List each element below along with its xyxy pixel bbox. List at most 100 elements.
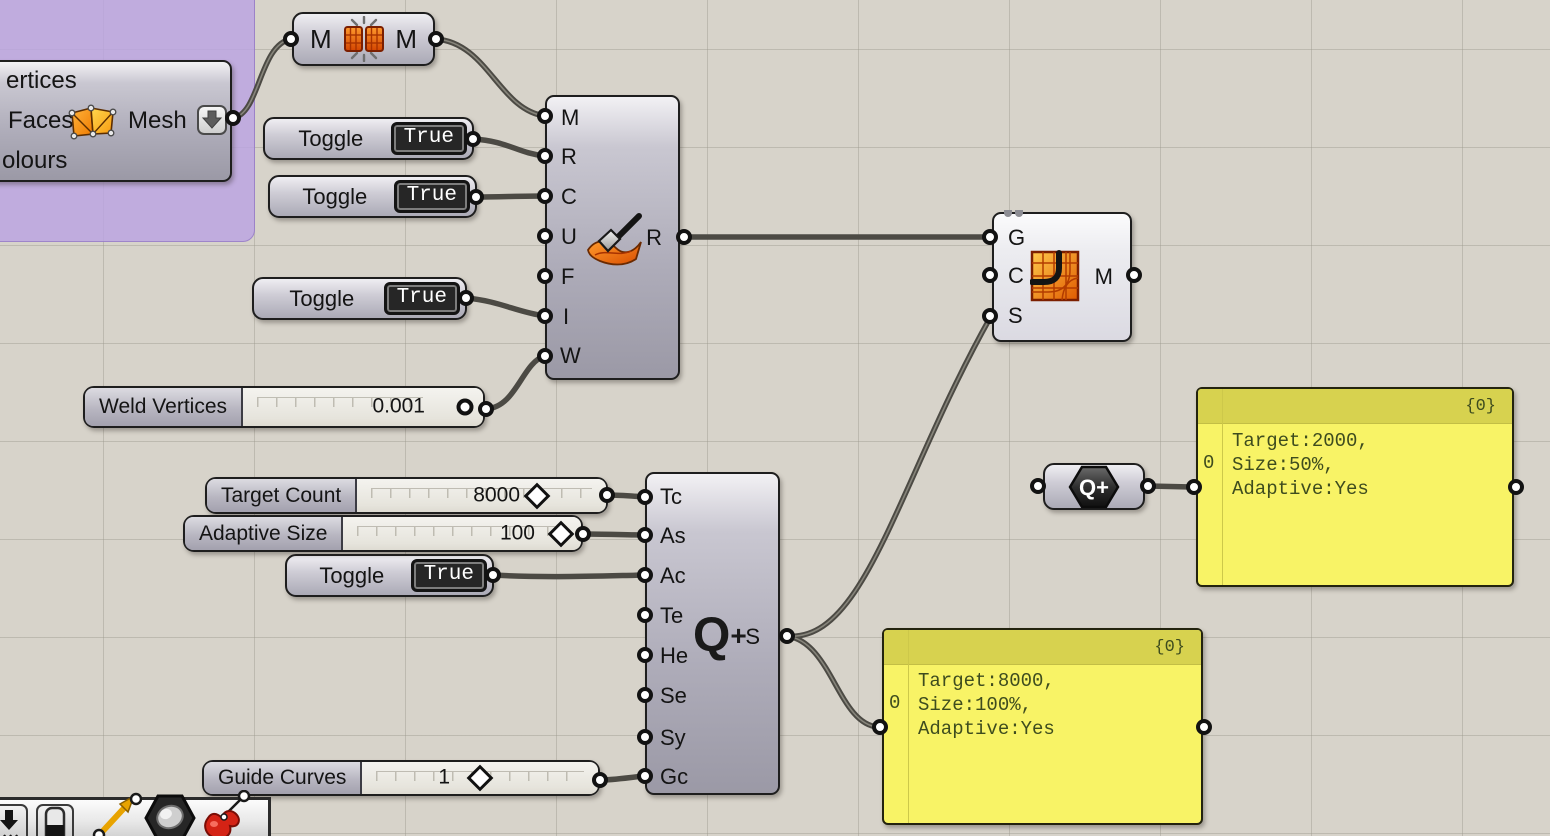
input-jack-panel2[interactable] xyxy=(872,719,888,735)
toggle-1[interactable]: Toggle True xyxy=(263,117,474,160)
output-jack-toggle[interactable] xyxy=(458,290,474,306)
input-jack-te[interactable] xyxy=(637,607,653,623)
slider-knob[interactable] xyxy=(523,482,551,509)
toggle-value[interactable]: True xyxy=(393,180,470,213)
toggle-value[interactable]: True xyxy=(410,559,487,592)
output-jack-hex[interactable] xyxy=(1140,478,1156,494)
input-jack-ac[interactable] xyxy=(637,567,653,583)
slider-knob[interactable] xyxy=(547,520,575,547)
quadremesh-component[interactable]: G C S M xyxy=(992,210,1132,342)
wire[interactable] xyxy=(433,36,548,119)
toggle-3[interactable]: Toggle True xyxy=(252,277,467,320)
input-jack-g[interactable] xyxy=(982,229,998,245)
port-gc: Gc xyxy=(660,764,689,790)
slider-weld-vertices[interactable]: Weld Vertices 0.001 xyxy=(83,386,485,428)
preview-toggle-button[interactable] xyxy=(36,804,74,836)
slider-label: Weld Vertices xyxy=(85,388,243,426)
input-jack-he[interactable] xyxy=(637,647,653,663)
port-tc: Tc xyxy=(660,484,682,510)
input-jack-panel1[interactable] xyxy=(1186,479,1202,495)
slider-track[interactable]: 8000 xyxy=(357,479,606,512)
input-jack-s2[interactable] xyxy=(982,308,998,324)
slider-adaptive-size[interactable]: Adaptive Size 100 xyxy=(183,515,583,552)
port-g: G xyxy=(1008,225,1026,251)
slider-target-count[interactable]: Target Count 8000 xyxy=(205,477,608,514)
input-jack-f[interactable] xyxy=(537,268,553,284)
data-panel-1[interactable]: {0} 0 Target:2000, Size:50%, Adaptive:Ye… xyxy=(1196,387,1514,587)
mesh-unify-component[interactable]: M M xyxy=(292,12,435,66)
wire-core xyxy=(786,317,991,637)
input-jack-sy[interactable] xyxy=(637,729,653,745)
input-jack-tc[interactable] xyxy=(637,489,653,505)
toggle-value[interactable]: True xyxy=(383,282,460,315)
toggle-value[interactable]: True xyxy=(390,122,467,155)
input-jack-m[interactable] xyxy=(537,108,553,124)
output-jack-slider[interactable] xyxy=(592,772,608,788)
output-jack-m[interactable] xyxy=(1126,267,1142,283)
input-jack-se[interactable] xyxy=(637,687,653,703)
data-panel-2[interactable]: {0} 0 Target:8000, Size:100%, Adaptive:Y… xyxy=(882,628,1203,825)
move-vector-icon[interactable] xyxy=(90,792,142,836)
port-c: C xyxy=(561,184,577,210)
input-jack[interactable] xyxy=(283,31,299,47)
output-jack-toggle[interactable] xyxy=(485,567,501,583)
construct-mesh-component[interactable]: ertices Faces olours Mesh xyxy=(0,60,232,182)
panel-row-index: 0 xyxy=(889,692,901,714)
input-jack-c[interactable] xyxy=(537,188,553,204)
input-jack-c2[interactable] xyxy=(982,267,998,283)
wire[interactable] xyxy=(784,315,993,639)
output-jack-toggle[interactable] xyxy=(468,189,484,205)
output-jack-slider[interactable] xyxy=(599,487,615,503)
toggle-4[interactable]: Toggle True xyxy=(285,554,494,597)
hex-nut-icon[interactable] xyxy=(142,793,198,836)
wire[interactable] xyxy=(483,353,548,412)
output-jack[interactable] xyxy=(428,31,444,47)
down-arrow-button[interactable] xyxy=(197,105,227,135)
output-jack-toggle[interactable] xyxy=(465,131,481,147)
input-jack-u[interactable] xyxy=(537,228,553,244)
input-jack-w[interactable] xyxy=(537,348,553,364)
toggle-label: Toggle xyxy=(319,562,385,588)
slider-ticks xyxy=(257,397,423,407)
slider-knob[interactable] xyxy=(456,398,474,416)
port-c: C xyxy=(1008,263,1024,289)
input-jack-r[interactable] xyxy=(537,148,553,164)
wire[interactable] xyxy=(473,193,548,200)
output-jack-s[interactable] xyxy=(779,628,795,644)
output-jack-slider[interactable] xyxy=(575,526,591,542)
output-jack-panel2[interactable] xyxy=(1196,719,1212,735)
slider-value: 0.001 xyxy=(372,394,425,418)
output-jack-slider[interactable] xyxy=(478,401,494,417)
output-jack-panel1[interactable] xyxy=(1508,479,1524,495)
input-jack-as[interactable] xyxy=(637,527,653,543)
input-jack-gc[interactable] xyxy=(637,768,653,784)
mesh-repair-component[interactable]: M R C U F I W R xyxy=(545,95,680,380)
wire[interactable] xyxy=(580,531,648,538)
toggle-2[interactable]: Toggle True xyxy=(268,175,477,218)
wire[interactable] xyxy=(463,295,548,319)
slider-label: Target Count xyxy=(207,479,358,512)
wire[interactable] xyxy=(230,36,294,121)
down-arrow-icon xyxy=(201,110,223,129)
port-ac: Ac xyxy=(660,563,686,589)
port-f: F xyxy=(561,264,575,290)
panel-margin xyxy=(1198,389,1223,585)
wire[interactable] xyxy=(784,633,881,730)
input-jack-i[interactable] xyxy=(537,308,553,324)
input-jack-hex[interactable] xyxy=(1030,478,1046,494)
quadremesh-settings-hex-component[interactable]: Q+ xyxy=(1043,463,1145,510)
slider-track[interactable]: 1 xyxy=(362,762,598,794)
slider-guide-curves[interactable]: Guide Curves 1 xyxy=(202,760,600,796)
bake-button[interactable] xyxy=(0,804,28,836)
wire[interactable] xyxy=(490,572,648,580)
slider-track[interactable]: 100 xyxy=(343,517,581,550)
slider-knob[interactable] xyxy=(466,764,494,792)
quadremesh-settings-component[interactable]: Tc As Ac Te He Se Sy Gc S Q+ xyxy=(645,472,780,795)
toggle-label: Toggle xyxy=(302,183,368,209)
pin-point-icon[interactable] xyxy=(198,790,254,836)
output-jack-mesh[interactable] xyxy=(225,110,241,126)
wire[interactable] xyxy=(470,136,548,159)
output-jack-r[interactable] xyxy=(676,229,692,245)
slider-track[interactable]: 0.001 xyxy=(243,388,483,426)
